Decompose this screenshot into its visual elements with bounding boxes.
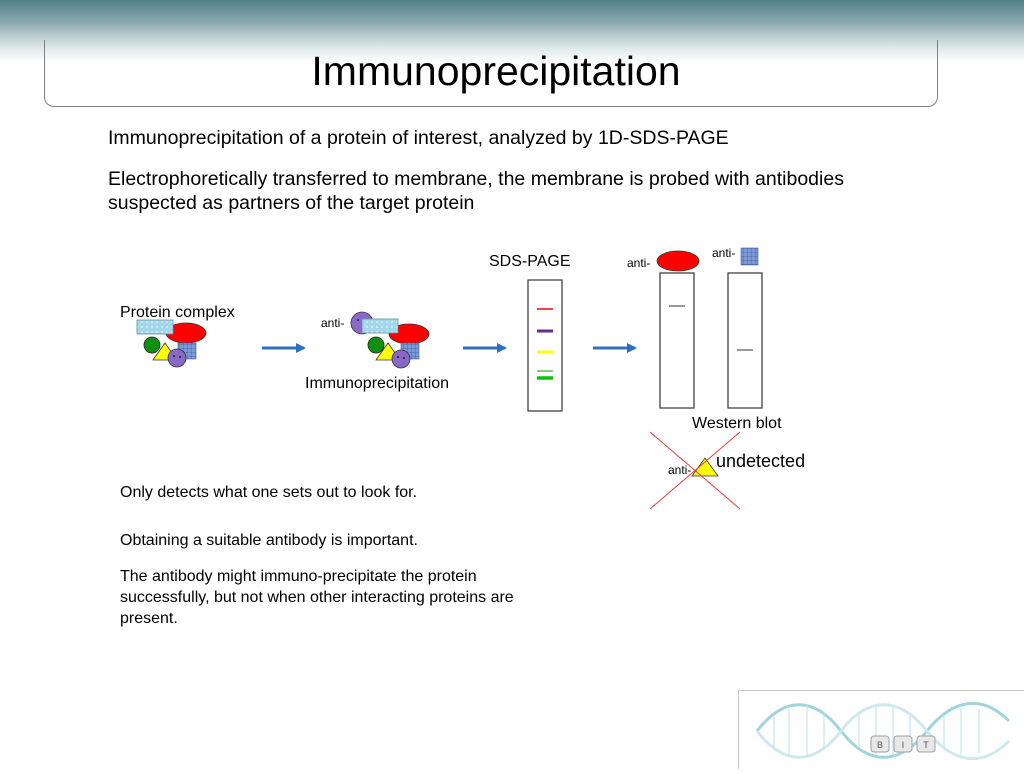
dna-helix-icon: B I T bbox=[755, 701, 1011, 761]
green-protein bbox=[143, 336, 161, 354]
western-blot-label: Western blot bbox=[692, 415, 782, 432]
western-blot-strip-1 bbox=[659, 272, 695, 409]
sds-page-gel bbox=[527, 279, 563, 412]
logo-letter-i: I bbox=[902, 740, 905, 750]
anti-label-yellow: anti- bbox=[668, 463, 692, 477]
protein-complex bbox=[136, 319, 207, 368]
light-blue-protein bbox=[136, 319, 174, 335]
anti-yellow-antibody bbox=[691, 457, 719, 477]
undetected-label: undetected bbox=[716, 451, 806, 471]
intro-text-2: Electrophoretically transferred to membr… bbox=[108, 168, 844, 214]
anti-blue-antibody bbox=[740, 247, 759, 266]
cross-line-2 bbox=[649, 431, 741, 510]
title-frame bbox=[44, 40, 938, 107]
western-blot-strip-2 bbox=[727, 272, 763, 409]
immunoprecipitation-label: Immunoprecipitation bbox=[305, 375, 450, 392]
header-band bbox=[0, 0, 1024, 62]
intro-text-1: Immunoprecipitation of a protein of inte… bbox=[108, 127, 729, 149]
protein-complex-label: Protein complex bbox=[120, 304, 235, 321]
logo-letter-b: B bbox=[877, 740, 883, 750]
note-3: The antibody might immuno-precipitate th… bbox=[120, 568, 514, 627]
note-2: Obtaining a suitable antibody is importa… bbox=[120, 532, 418, 549]
logo-letter-t: T bbox=[923, 740, 929, 750]
anti-red-antibody bbox=[656, 250, 700, 272]
note-1: Only detects what one sets out to look f… bbox=[120, 484, 418, 501]
sds-page-label: SDS-PAGE bbox=[489, 253, 571, 270]
anti-label-blue: anti- bbox=[712, 246, 736, 260]
anti-label-red: anti- bbox=[627, 256, 651, 270]
immunoprecipitated-complex bbox=[350, 311, 430, 369]
slide-title: Immunoprecipitation bbox=[311, 48, 681, 94]
purple-protein bbox=[167, 348, 187, 368]
anti-label-ip: anti- bbox=[321, 316, 345, 330]
bit-logo: B I T bbox=[738, 690, 1024, 769]
